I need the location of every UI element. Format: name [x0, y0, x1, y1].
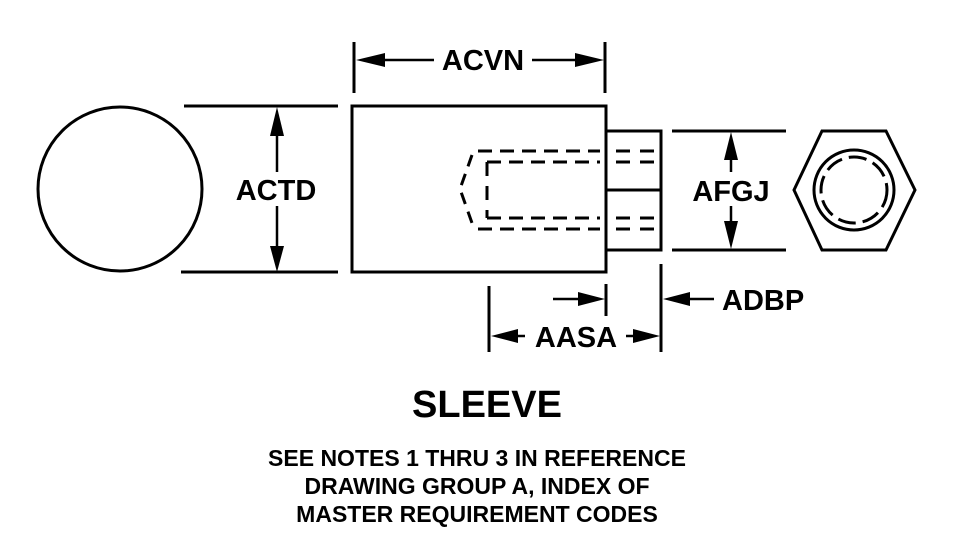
end-view-circle — [36, 105, 204, 273]
aasa-label: AASA — [535, 322, 617, 354]
sleeve-body — [350, 104, 608, 274]
aasa-reference-arrow — [578, 292, 605, 306]
hex-end-view-thread-circle — [819, 155, 889, 225]
bore-hidden-drill-point — [458, 154, 474, 224]
note-line-1: SEE NOTES 1 THRU 3 IN REFERENCE — [268, 445, 686, 471]
afgj-label: AFGJ — [692, 176, 769, 208]
aasa-arrow-left — [491, 329, 518, 343]
actd-label: ACTD — [236, 175, 317, 207]
acvn-arrow-left — [356, 53, 385, 67]
afgj-arrow-down — [724, 221, 738, 249]
hex-end-view — [792, 129, 917, 252]
actd-arrow-down — [270, 246, 284, 272]
acvn-arrow-right — [575, 53, 604, 67]
adbp-arrow-left — [663, 292, 690, 306]
acvn-label: ACVN — [442, 45, 524, 77]
note-line-3: MASTER REQUIREMENT CODES — [296, 501, 658, 527]
drawing-title: SLEEVE — [412, 384, 562, 426]
hex-end-view-circle — [812, 148, 896, 232]
note-line-2: DRAWING GROUP A, INDEX OF — [304, 473, 649, 499]
adbp-label: ADBP — [722, 285, 804, 317]
aasa-arrow-right — [633, 329, 660, 343]
actd-arrow-up — [270, 107, 284, 136]
afgj-arrow-up — [724, 132, 738, 160]
